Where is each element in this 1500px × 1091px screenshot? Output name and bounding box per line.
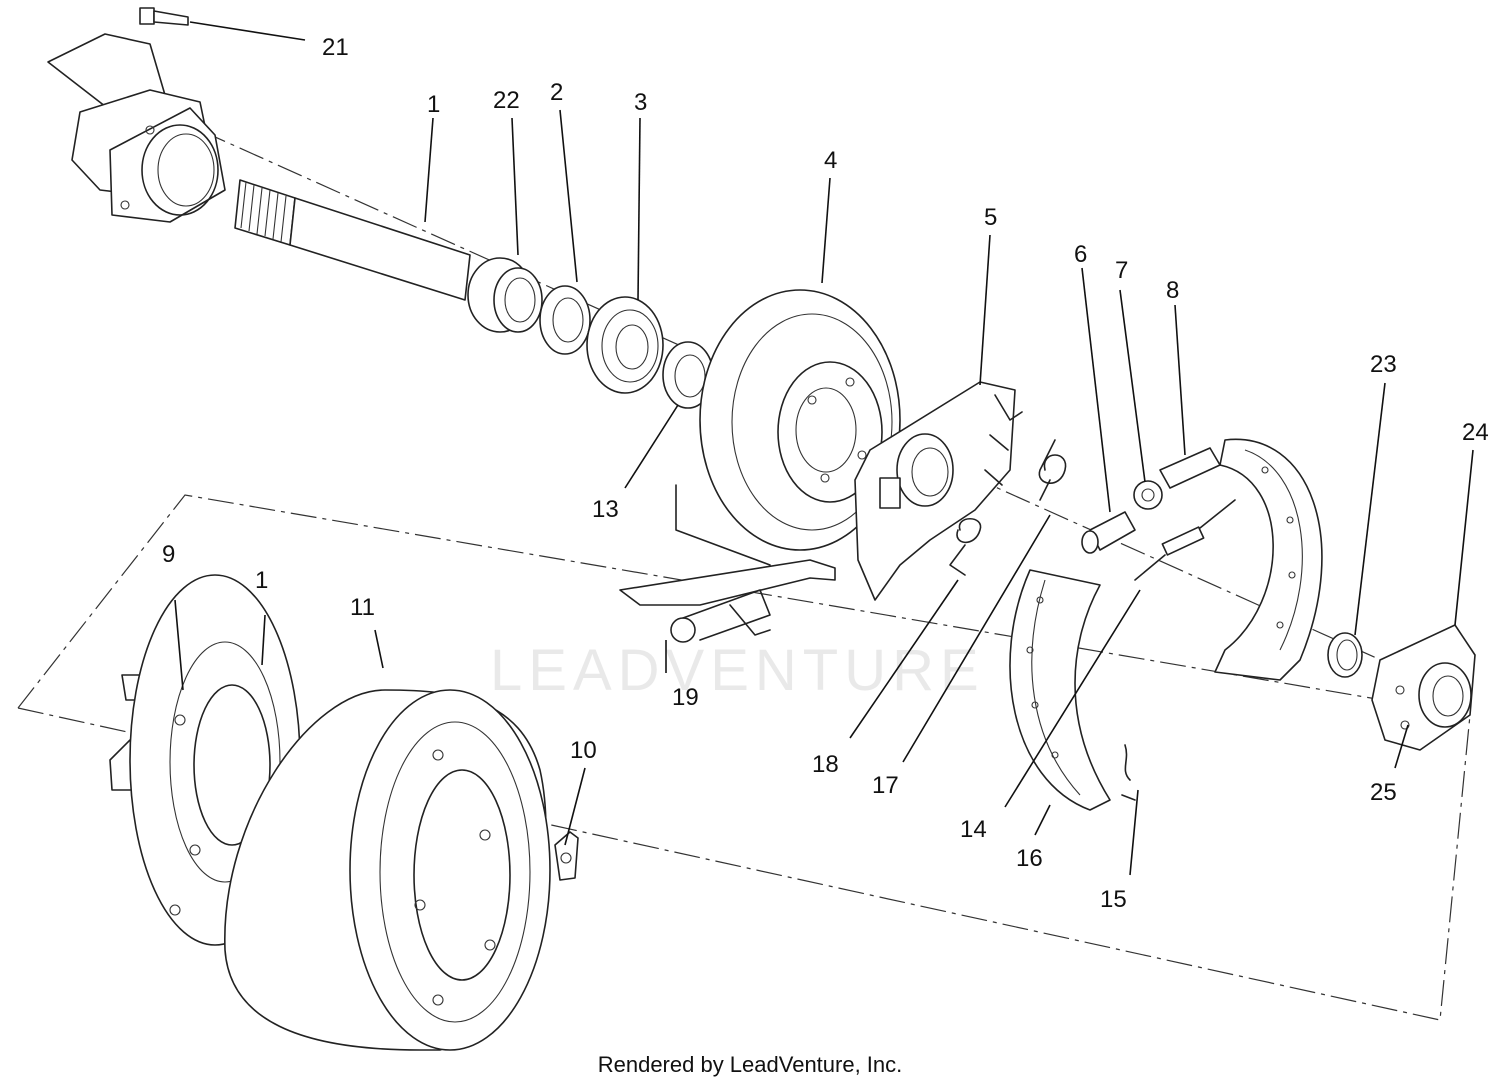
callout-9: 9 bbox=[162, 541, 175, 568]
callout-24: 24 bbox=[1462, 419, 1489, 446]
callout-21: 21 bbox=[322, 34, 349, 61]
callout-18: 18 bbox=[812, 751, 839, 778]
footer-credit: Rendered by LeadVenture, Inc. bbox=[597, 1052, 903, 1077]
watermark-text: LEADVENTURE bbox=[490, 638, 985, 703]
callout-25: 25 bbox=[1370, 779, 1397, 806]
callout-13: 13 bbox=[592, 496, 619, 523]
callout-11: 11 bbox=[350, 594, 375, 621]
brake-drum-11 bbox=[224, 689, 551, 1051]
callout-22: 22 bbox=[493, 87, 520, 114]
bearing-3 bbox=[586, 296, 664, 394]
callout-15: 15 bbox=[1100, 886, 1127, 913]
brake-shoe-16 bbox=[1009, 569, 1111, 811]
callout-7: 7 bbox=[1115, 257, 1128, 284]
axle-shaft-1 bbox=[234, 179, 471, 301]
axle-housing bbox=[47, 33, 226, 223]
clip-15 bbox=[1121, 744, 1136, 801]
callout-1-shaft: 1 bbox=[427, 91, 440, 118]
leader-lines bbox=[174, 21, 1474, 876]
callout-2: 2 bbox=[550, 79, 563, 106]
callout-14: 14 bbox=[960, 816, 987, 843]
lever-19 bbox=[619, 559, 836, 643]
callout-10: 10 bbox=[570, 737, 597, 764]
callout-3: 3 bbox=[634, 89, 647, 116]
return-spring-14 bbox=[1134, 499, 1236, 581]
flange-hub-24 bbox=[1371, 624, 1476, 751]
callout-numbers: 21 1 22 2 3 4 5 6 7 8 23 24 13 9 1 11 19… bbox=[162, 34, 1489, 913]
callout-23: 23 bbox=[1370, 351, 1397, 378]
callout-19: 19 bbox=[672, 684, 699, 711]
callout-8: 8 bbox=[1166, 277, 1179, 304]
star-wheel-7 bbox=[1133, 480, 1163, 510]
bracket-plate-5 bbox=[854, 381, 1023, 601]
backing-plate-4 bbox=[675, 289, 901, 566]
ring-2 bbox=[539, 285, 591, 355]
callout-1-hub: 1 bbox=[255, 567, 268, 594]
bearing-cup-22 bbox=[467, 257, 543, 333]
callout-4: 4 bbox=[824, 147, 837, 174]
pivot-8 bbox=[1159, 447, 1221, 489]
spring-18 bbox=[949, 517, 982, 576]
callout-6: 6 bbox=[1074, 241, 1087, 268]
brake-shoe-upper bbox=[1214, 438, 1323, 681]
adjuster-6 bbox=[1081, 511, 1136, 554]
callout-17: 17 bbox=[872, 772, 899, 799]
callout-5: 5 bbox=[984, 204, 997, 231]
o-ring-23 bbox=[1327, 632, 1363, 678]
callout-16: 16 bbox=[1016, 845, 1043, 872]
spring-17 bbox=[1038, 439, 1067, 501]
bolt-21 bbox=[139, 7, 189, 26]
